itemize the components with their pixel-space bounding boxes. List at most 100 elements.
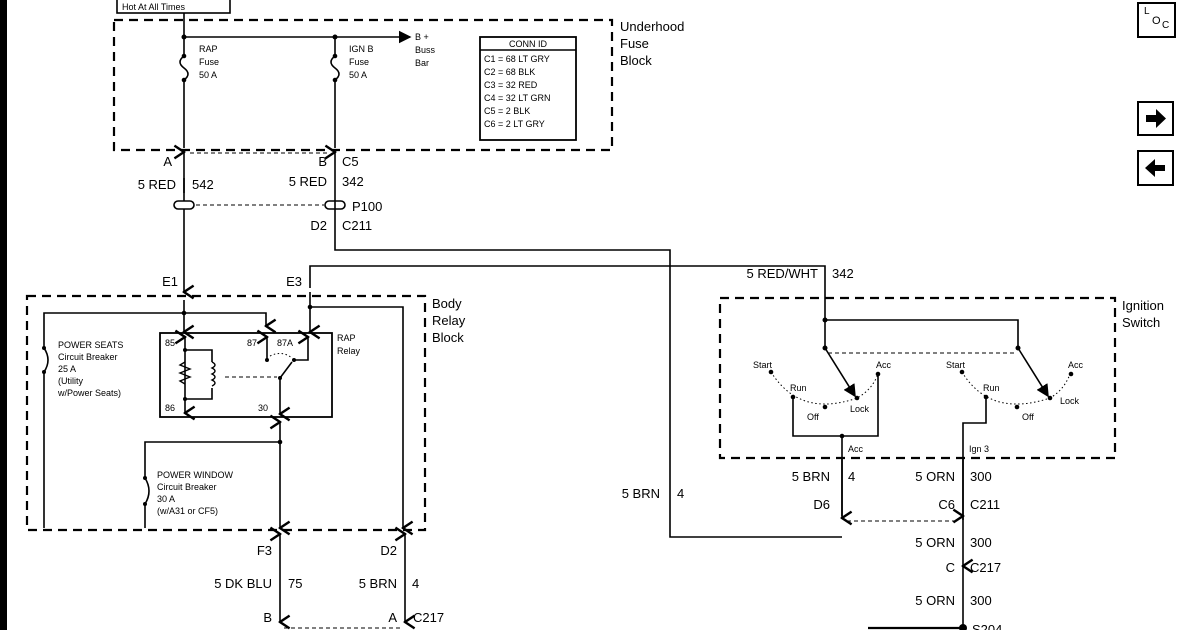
svg-text:50 A: 50 A [349,70,367,80]
circuit-number-label: 342 [342,174,364,189]
connector-c217-label: C217 [970,560,1001,575]
right-start-label: Start [946,360,966,370]
circuit-number-label: 300 [970,593,992,608]
wire-color-label: 5 RED [289,174,327,189]
svg-text:C1 = 68 LT GRY: C1 = 68 LT GRY [484,54,550,64]
body-relay-block-boundary [25,294,427,532]
connector-a-label: A [388,610,397,625]
svg-text:Circuit Breaker: Circuit Breaker [58,352,118,362]
circuit-number-label: 4 [412,576,419,591]
body-relay-title: Body [432,296,462,311]
svg-text:25 A: 25 A [58,364,76,374]
hot-at-all-times-label: Hot At All Times [122,2,186,12]
circuit-number-label: 75 [288,576,302,591]
connector-d2-label: D2 [310,218,327,233]
svg-text:IGN B: IGN B [349,44,374,54]
svg-text:Bar: Bar [415,58,429,68]
arrow-left-icon [1145,159,1165,177]
hot-at-all-times-box [116,0,231,14]
body-relay-title: Relay [432,313,466,328]
svg-text:50 A: 50 A [199,70,217,80]
svg-text:POWER WINDOW: POWER WINDOW [157,470,233,480]
buss-bar-label: B + Buss Bar [415,32,436,68]
ign-b-fuse-label: IGN B Fuse 50 A [349,44,374,80]
circuit-number-label: 4 [848,469,855,484]
svg-text:POWER SEATS: POWER SEATS [58,340,123,350]
circuit-number-label: 342 [832,266,854,281]
svg-text:CONN ID: CONN ID [509,39,548,49]
svg-text:Fuse: Fuse [349,57,369,67]
ignition-switch-title: Switch [1122,315,1160,330]
connector-a-label: A [163,154,172,169]
loc-icon-c: C [1162,20,1170,31]
underhood-title: Fuse [620,36,649,51]
left-start-label: Start [753,360,773,370]
body-relay-wiring [40,292,403,528]
svg-text:C5 = 2 BLK: C5 = 2 BLK [484,106,530,116]
svg-text:w/Power Seats): w/Power Seats) [57,388,121,398]
p100-label: P100 [352,199,382,214]
arrow-right-icon [1146,109,1166,128]
location-button[interactable]: L O C [1137,2,1176,38]
circuit-number-label: 4 [677,486,684,501]
right-run-label: Run [983,383,1000,393]
rap-fuse-label: RAP Fuse 50 A [199,44,219,80]
connector-c211-label: C211 [342,218,372,233]
connector-d6-label: D6 [813,497,830,512]
rap-relay-label: Relay [337,346,361,356]
pin-87a-label: 87A [277,338,293,348]
circuit-number-label: 300 [970,469,992,484]
underhood-title: Underhood [620,19,684,34]
svg-text:(Utility: (Utility [58,376,83,386]
wire-color-label: 5 ORN [915,469,955,484]
pin-30-label: 30 [258,403,268,413]
next-page-button[interactable] [1137,101,1174,136]
connector-b-label: B [318,154,327,169]
left-acc-label: Acc [876,360,892,370]
body-relay-title: Block [432,330,464,345]
connector-e1-label: E1 [162,274,178,289]
svg-text:C6 = 2 LT GRY: C6 = 2 LT GRY [484,119,545,129]
wire-color-label: 5 BRN [622,486,660,501]
circuit-number-label: 300 [970,535,992,550]
previous-page-button[interactable] [1137,150,1174,186]
svg-text:C2 = 68 BLK: C2 = 68 BLK [484,67,535,77]
bottom-left-wires [280,534,405,628]
underhood-title: Block [620,53,652,68]
ignition-switch-title: Ignition [1122,298,1164,313]
wire-color-label: 5 ORN [915,535,955,550]
pin-87-label: 87 [247,338,257,348]
conn-id-table: CONN ID C1 = 68 LT GRY C2 = 68 BLK C3 = … [479,36,577,141]
connector-e3-label: E3 [286,274,302,289]
acc-output-label: Acc [848,444,864,454]
wire-color-label: 5 ORN [915,593,955,608]
wire-color-label: 5 BRN [792,469,830,484]
loc-icon-o: O [1152,15,1161,27]
ign3-output-label: Ign 3 [969,444,989,454]
connector-d2-label: D2 [380,543,397,558]
loc-icon-l: L [1144,6,1150,17]
splice-s204-label: S204 [972,622,1002,630]
wire-color-label: 5 RED [138,177,176,192]
connector-c217-label: C217 [413,610,444,625]
ignition-switch-contacts [768,317,1074,516]
connector-c-label: C [946,560,955,575]
pin-86-label: 86 [165,403,175,413]
svg-text:(w/A31 or CF5): (w/A31 or CF5) [157,506,218,516]
underhood-fuse-block-boundary [112,18,614,152]
connector-c5-label: C5 [342,154,359,169]
power-seats-breaker-label: POWER SEATS Circuit Breaker 25 A (Utilit… [57,340,123,398]
svg-text:Fuse: Fuse [199,57,219,67]
left-edge-bar [0,0,7,630]
bottom-right-wires [842,458,967,630]
svg-text:C4 = 32 LT GRN: C4 = 32 LT GRN [484,93,550,103]
svg-text:C3 = 32 RED: C3 = 32 RED [484,80,538,90]
svg-text:Buss: Buss [415,45,436,55]
connector-c211-label: C211 [970,497,1000,512]
buss-bar [179,13,412,148]
wire-color-label: 5 RED/WHT [747,266,819,281]
svg-text:B +: B + [415,32,429,42]
right-acc-label: Acc [1068,360,1084,370]
svg-text:Circuit Breaker: Circuit Breaker [157,482,217,492]
